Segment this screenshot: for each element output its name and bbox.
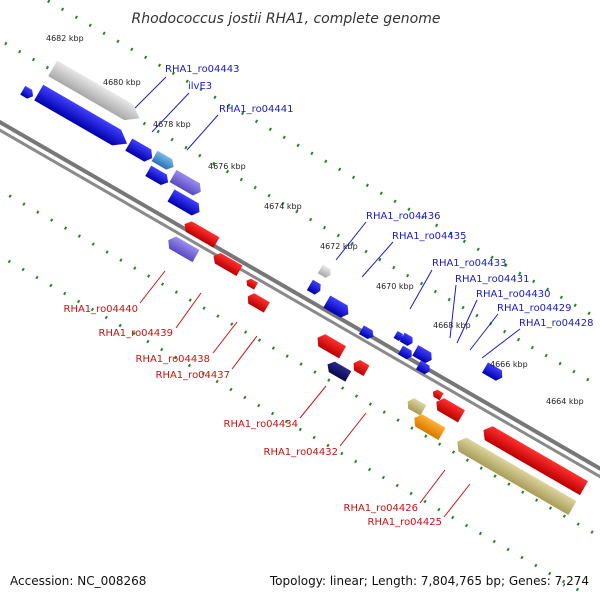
gene-arrow[interactable] <box>169 169 205 198</box>
accession-text: Accession: NC_008268 <box>10 574 146 588</box>
gene-arrow[interactable] <box>165 234 200 263</box>
gene-arrow[interactable] <box>397 345 414 361</box>
leader-line <box>419 469 446 504</box>
kbp-label: 4676 kbp <box>208 162 246 171</box>
leader-line <box>469 313 499 351</box>
kbp-label: 4682 kbp <box>46 34 84 43</box>
gene-arrow[interactable] <box>479 423 588 496</box>
gene-label-reverse[interactable]: RHA1_ro04438 <box>136 354 211 365</box>
forward-gene-labels: RHA1_ro04443 ilvE3 RHA1_ro04441 RHA1_ro0… <box>165 64 594 329</box>
leader-line <box>443 483 471 518</box>
forward-leaders <box>134 76 521 359</box>
gene-label-forward[interactable]: RHA1_ro04436 <box>366 211 441 222</box>
forward-strand <box>20 60 505 382</box>
gene-arrow[interactable] <box>145 165 171 188</box>
gene-arrow[interactable] <box>324 359 352 382</box>
leader-line <box>186 114 219 151</box>
kbp-label: 4678 kbp <box>153 120 191 129</box>
gene-arrow[interactable] <box>323 295 352 321</box>
gene-label-forward[interactable]: RHA1_ro04441 <box>219 104 294 115</box>
scale-track-inner <box>0 195 592 599</box>
leader-line <box>456 299 478 344</box>
gene-arrow[interactable] <box>245 277 259 290</box>
gene-label-forward[interactable]: RHA1_ro04430 <box>476 289 551 300</box>
gene-label-reverse[interactable]: RHA1_ro04426 <box>344 503 419 514</box>
gene-arrow[interactable] <box>306 279 323 296</box>
gene-label-reverse[interactable]: RHA1_ro04437 <box>156 370 231 381</box>
gene-arrow[interactable] <box>431 388 444 401</box>
scale-track-reverse <box>0 146 600 549</box>
gene-arrow[interactable] <box>34 84 131 152</box>
gene-arrow[interactable] <box>210 251 243 277</box>
gene-arrow[interactable] <box>314 332 347 359</box>
kbp-label: 4670 kbp <box>376 282 414 291</box>
gene-label-forward[interactable]: RHA1_ro04435 <box>392 231 467 242</box>
gene-arrow[interactable] <box>125 138 155 165</box>
gene-arrow[interactable] <box>412 345 434 365</box>
gene-arrow[interactable] <box>245 291 270 313</box>
gene-arrow[interactable] <box>433 396 465 423</box>
scale-track-forward <box>0 33 600 437</box>
leader-line <box>139 270 166 304</box>
leader-line <box>409 269 433 310</box>
gene-label-forward[interactable]: RHA1_ro04433 <box>432 258 507 269</box>
gene-arrow[interactable] <box>415 360 432 376</box>
gene-label-reverse[interactable]: RHA1_ro04432 <box>264 447 339 458</box>
gene-arrow[interactable] <box>167 189 203 218</box>
kbp-label: 4664 kbp <box>546 397 584 406</box>
leader-line <box>361 241 394 278</box>
gene-arrow[interactable] <box>393 330 405 342</box>
gene-label-forward[interactable]: RHA1_ro04431 <box>455 274 530 285</box>
leader-line <box>299 385 327 419</box>
leader-line <box>481 328 521 359</box>
gene-label-reverse[interactable]: RHA1_ro04440 <box>64 304 139 315</box>
reverse-strand <box>165 219 588 516</box>
map-title: Rhodococcus jostii RHA1, complete genome <box>131 11 440 27</box>
leader-line <box>151 92 190 133</box>
leader-line <box>449 284 457 339</box>
kbp-label: 4666 kbp <box>490 360 528 369</box>
gene-label-reverse[interactable]: RHA1_ro04425 <box>368 517 443 528</box>
kbp-label: 4672 kbp <box>320 242 358 251</box>
gene-arrow[interactable] <box>317 264 333 280</box>
gene-label-forward[interactable]: ilvE3 <box>188 81 212 92</box>
gene-arrow[interactable] <box>453 435 577 516</box>
gene-label-reverse[interactable]: RHA1_ro04434 <box>224 419 299 430</box>
gene-arrow[interactable] <box>181 219 220 248</box>
genome-backbone-lower <box>0 91 600 514</box>
gene-arrow[interactable] <box>20 85 35 101</box>
kbp-label: 4680 kbp <box>103 78 141 87</box>
gene-arrow[interactable] <box>151 150 177 172</box>
leader-line <box>339 412 367 447</box>
leader-line <box>231 335 258 370</box>
gene-arrow[interactable] <box>405 396 427 416</box>
gene-arrow[interactable] <box>411 412 446 441</box>
leader-line <box>175 292 202 329</box>
reverse-leaders <box>139 270 471 518</box>
leader-line <box>335 221 367 261</box>
leader-line <box>212 321 238 354</box>
genome-backbone <box>0 84 600 509</box>
gene-arrow[interactable] <box>351 358 370 376</box>
topology-summary: Topology: linear; Length: 7,804,765 bp; … <box>269 574 589 588</box>
gene-arrow[interactable] <box>399 332 415 348</box>
gene-arrow[interactable] <box>358 325 376 341</box>
gene-arrow[interactable] <box>482 362 505 382</box>
scale-labels: 4682 kbp 4680 kbp 4678 kbp 4676 kbp 4674… <box>46 34 584 406</box>
gene-arrow[interactable] <box>48 60 144 127</box>
gene-label-forward[interactable]: RHA1_ro04429 <box>497 303 572 314</box>
reverse-gene-labels: RHA1_ro04440 RHA1_ro04439 RHA1_ro04438 R… <box>64 304 443 528</box>
kbp-label: 4674 kbp <box>264 202 302 211</box>
gene-label-forward[interactable]: RHA1_ro04428 <box>519 318 594 329</box>
leader-line <box>134 76 167 109</box>
gene-label-reverse[interactable]: RHA1_ro04439 <box>99 328 174 339</box>
gene-label-forward[interactable]: RHA1_ro04443 <box>165 64 240 75</box>
